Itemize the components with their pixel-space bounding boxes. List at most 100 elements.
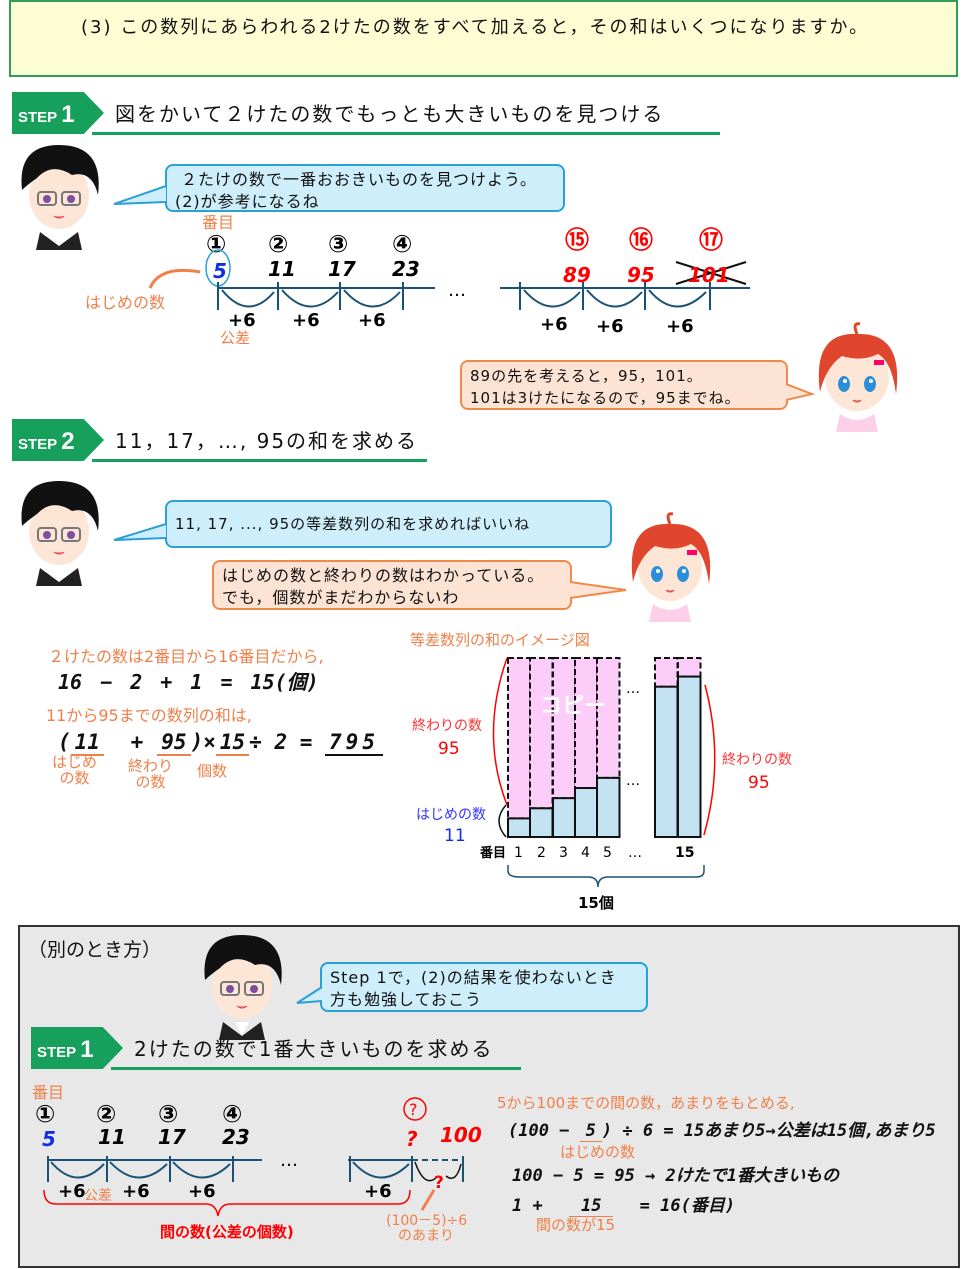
alt-heading: （別のとき方） xyxy=(28,939,162,961)
sum-image-figure: 等差数列の和のイメージ図 コピー … … 終わりの数 95 終わりの数 95 は… xyxy=(410,631,792,912)
cross-out-mark xyxy=(675,261,747,285)
calc-note: 5から100までの間の数，あまりをもとめる, xyxy=(497,1094,795,1112)
ellipsis: … xyxy=(280,1150,298,1171)
copy-bar xyxy=(677,657,702,678)
number-line-alt: 番目 ① ② ③ ④ ? 5 11 17 23 ? 100 ? … +6 +6 … xyxy=(32,1083,482,1244)
term-value: 17 xyxy=(158,1125,186,1149)
copy-bar xyxy=(529,657,554,810)
plus6-label: +6 xyxy=(596,316,624,337)
x-tick-label: 5 xyxy=(603,845,612,861)
bubble-line: 方も勉強しておこう xyxy=(330,990,483,1009)
plus6-label: +6 xyxy=(122,1181,150,1202)
term-label-4: ④ xyxy=(392,230,412,258)
alt-step-title: 2けたの数で1番大きいものを求める xyxy=(134,1037,494,1061)
term-label-2: ② xyxy=(96,1100,116,1128)
count-equation: 16 − 2 + 1 = 15(個) xyxy=(58,670,319,694)
x-tick-label: 3 xyxy=(559,845,568,861)
plus6-label: +6 xyxy=(188,1181,216,1202)
term-bar xyxy=(552,797,577,838)
term-label-1: ① xyxy=(35,1100,55,1128)
term-label-3: ③ xyxy=(328,230,348,258)
ellipsis: … xyxy=(626,681,640,697)
girl-speech-bubble: はじめの数と終わりの数はわかっている。 でも，個数がまだわからないわ xyxy=(212,560,572,610)
sum-result: 795 xyxy=(325,730,383,756)
bubble-line: 11, 17, ..., 95の等差数列の和を求めればいいね xyxy=(175,515,531,533)
bubble-line: Step 1で，(2)の結果を使わないとき xyxy=(330,968,617,987)
x-tick-label: 15 xyxy=(675,845,694,861)
end-value: 95 xyxy=(748,773,770,793)
copy-bar xyxy=(574,657,599,790)
plus6-label: +6 xyxy=(358,310,386,331)
figure-title: 等差数列の和のイメージ図 xyxy=(410,631,590,649)
x-tick-label: 1 xyxy=(514,845,523,861)
boy-speech-bubble: 11, 17, ..., 95の等差数列の和を求めればいいね xyxy=(165,500,612,548)
start-value: 11 xyxy=(444,826,466,846)
plus6-label: +6 xyxy=(540,314,568,335)
boy-speech-bubble: ２たけの数で一番おおきいものを見つけよう。 (2)が参考になるね xyxy=(165,164,565,212)
calc-part: = 16(番目) xyxy=(629,1196,736,1216)
term-label-2: ② xyxy=(268,230,288,258)
x-tick-label: … xyxy=(628,845,642,861)
brace-label: 間の数(公差の個数) xyxy=(160,1223,294,1241)
step-underline xyxy=(92,459,427,462)
remainder-label: のあまり xyxy=(398,1228,454,1244)
calc-part: ) ÷ 6 = 15あまり5→公差は15個,あまり5 xyxy=(601,1121,936,1141)
calc-note: ２けたの数は2番目から16番目だから, xyxy=(48,647,324,666)
end-value: 95 xyxy=(438,739,460,759)
term-value: 5 xyxy=(213,259,227,283)
term-value: 11 xyxy=(98,1125,126,1149)
term-bar xyxy=(507,817,532,839)
term-value: 95 xyxy=(627,263,655,287)
count-label: 個数 xyxy=(197,762,228,780)
term-label-16: ⑯ xyxy=(629,226,653,254)
step-word: STEP xyxy=(37,1044,77,1061)
term-value: 5 xyxy=(42,1127,56,1151)
end-label: 終わりの数 xyxy=(722,752,792,768)
step-word: STEP xyxy=(18,109,58,126)
plus6-label: +6 xyxy=(58,1181,86,1202)
last-term: 95 xyxy=(157,730,191,756)
ellipsis: … xyxy=(626,773,640,789)
limit-value: 100 xyxy=(440,1123,482,1147)
copy-label: コピー xyxy=(540,694,606,719)
calc-line-2: 100 − 5 = 95 → 2けたで1番大きいもの xyxy=(512,1166,839,1186)
paren: ( xyxy=(58,730,71,754)
bubble-line: (2)が参考になるね xyxy=(175,192,320,211)
unknown-value: ? xyxy=(406,1127,418,1151)
question-text: (3) この数列にあらわれる2けたの数をすべて加えると，その和はいくつになります… xyxy=(81,17,870,38)
term-value: 101 xyxy=(688,263,730,287)
label-line: の数 xyxy=(135,773,166,791)
calc-part: (100 − xyxy=(508,1121,580,1141)
question-box: (3) この数列にあらわれる2けたの数をすべて加えると，その和はいくつになります… xyxy=(9,0,958,77)
bubble-tail xyxy=(296,986,323,1004)
x-tick-label: 4 xyxy=(581,845,590,861)
calc-part: 1 + xyxy=(512,1196,553,1216)
girl-avatar-icon xyxy=(817,322,899,434)
term-value: 23 xyxy=(392,257,420,281)
bubble-line: 101は3けたになるので，95までね。 xyxy=(470,389,741,407)
copy-bar xyxy=(654,657,679,688)
bangome-label: 番目 xyxy=(202,213,234,232)
calc-note: 11から95までの数列の和は, xyxy=(46,706,252,725)
step-number: 1 xyxy=(61,101,75,128)
start-label: はじめの数 xyxy=(416,807,486,823)
bubble-line: ２たけの数で一番おおきいものを見つけよう。 xyxy=(181,170,538,189)
step-number: 1 xyxy=(80,1036,94,1063)
x-tick-label: 2 xyxy=(537,845,546,861)
label-line: 終わり xyxy=(128,757,174,775)
plus6-label: +6 xyxy=(228,310,256,331)
term-bar xyxy=(596,776,621,838)
kousa-label: 公差 xyxy=(84,1188,112,1204)
count-label: 15個 xyxy=(578,894,614,912)
step-underline xyxy=(92,132,720,135)
copy-bar xyxy=(507,657,532,820)
kousa-label: 公差 xyxy=(220,329,250,347)
plus6-label: +6 xyxy=(292,310,320,331)
term-label-1: ① xyxy=(206,230,226,258)
bubble-line: 89の先を考えると，95，101。 xyxy=(470,367,703,385)
label-line: の数 xyxy=(59,769,90,787)
